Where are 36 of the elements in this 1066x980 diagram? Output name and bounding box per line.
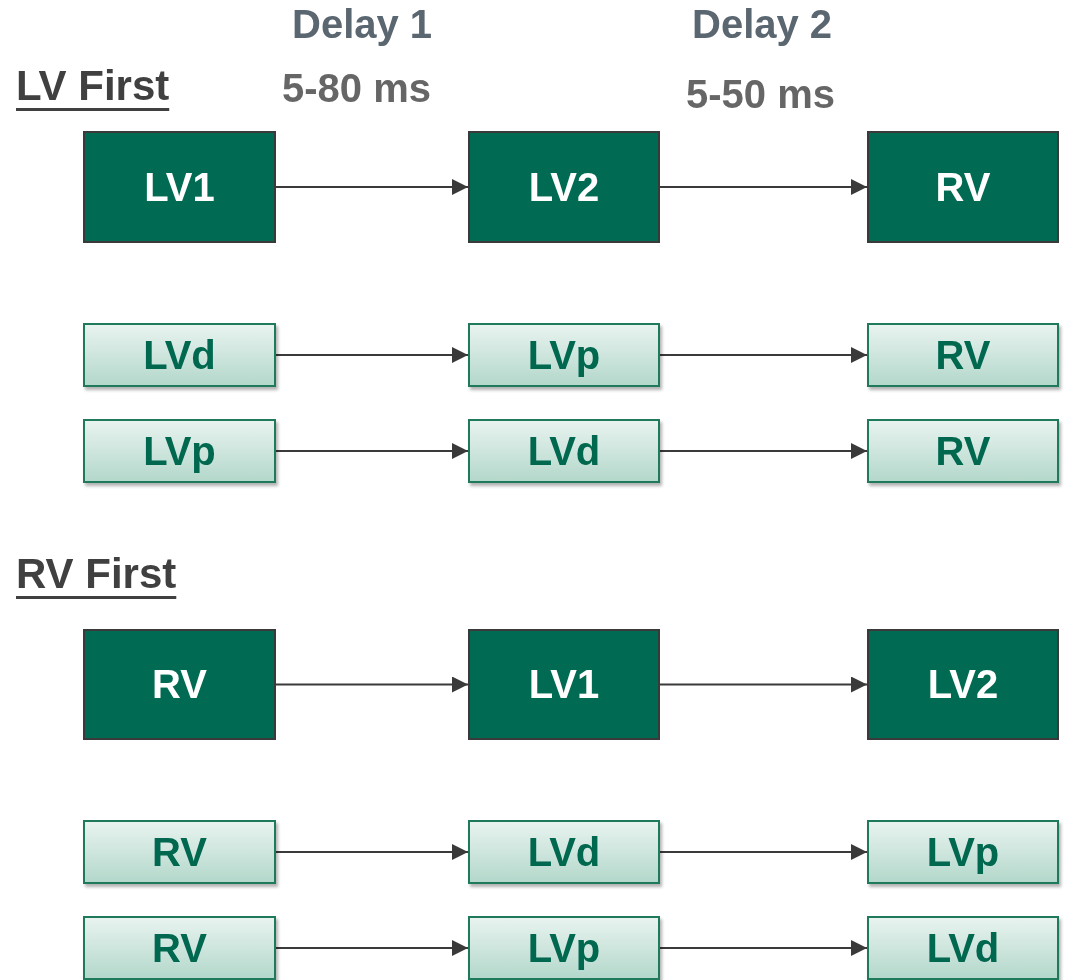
electrode-box: LVd [867, 916, 1059, 980]
delay-heading: Delay 2 [692, 2, 833, 47]
arrow [275, 940, 469, 956]
arrow [275, 443, 469, 459]
electrode-box: LVd [468, 820, 660, 884]
process-box: LV2 [867, 629, 1059, 740]
process-box: LV1 [83, 131, 276, 243]
electrode-box: RV [83, 916, 276, 980]
arrow [659, 940, 868, 956]
process-box: LV2 [468, 131, 660, 243]
process-box: LV1 [468, 629, 660, 740]
electrode-box: LVd [83, 323, 276, 387]
process-box: RV [867, 131, 1059, 243]
delay-range: 5-80 ms [282, 66, 431, 111]
electrode-box: LVp [468, 916, 660, 980]
arrow [275, 179, 469, 195]
electrode-box: RV [867, 419, 1059, 483]
arrow [659, 179, 868, 195]
arrow [275, 844, 469, 860]
electrode-box: LVp [468, 323, 660, 387]
arrow [275, 676, 469, 693]
electrode-box: LVp [83, 419, 276, 483]
section-heading: RV First [16, 550, 177, 598]
arrow [659, 443, 868, 459]
section-heading: LV First [16, 62, 170, 110]
arrow [275, 347, 469, 363]
electrode-box: RV [867, 323, 1059, 387]
delay-heading: Delay 1 [292, 2, 433, 47]
process-box: RV [83, 629, 276, 740]
electrode-box: RV [83, 820, 276, 884]
arrow [659, 347, 868, 363]
electrode-box: LVp [867, 820, 1059, 884]
electrode-box: LVd [468, 419, 660, 483]
arrow [659, 676, 868, 693]
delay-range: 5-50 ms [686, 72, 835, 117]
arrow [659, 844, 868, 860]
